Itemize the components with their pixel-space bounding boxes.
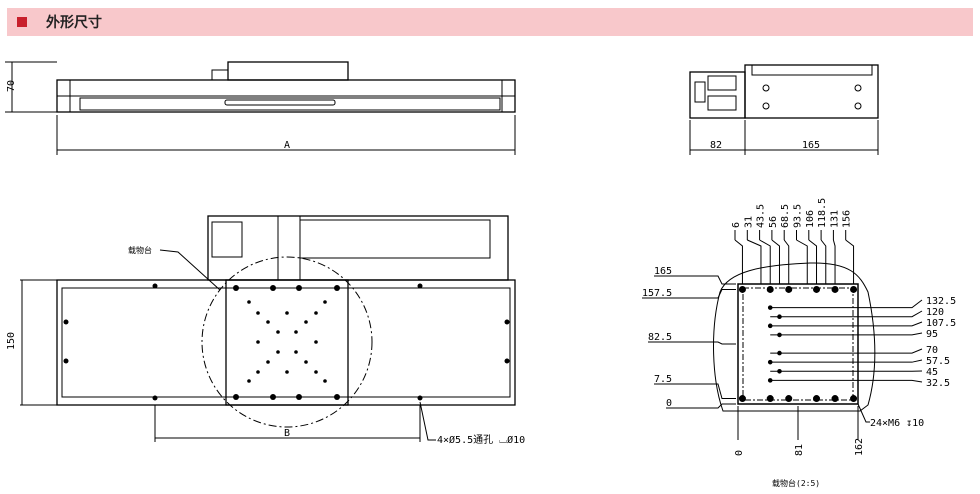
right-y-label: 95 <box>926 329 938 340</box>
right-y-label: 107.5 <box>926 318 956 329</box>
mount-hole <box>850 285 858 293</box>
top-x-label: 118.5 <box>817 198 828 228</box>
hole-marker <box>777 314 782 320</box>
leader-line <box>832 239 836 284</box>
left-y-label: 0 <box>666 398 672 409</box>
dim-line <box>770 359 923 363</box>
mount-hole <box>785 285 793 293</box>
mount-hole <box>738 395 746 403</box>
pitch-dim-label: B <box>284 428 290 439</box>
detail-title: 载物台(2:5) <box>772 478 820 488</box>
left-y-label: 165 <box>654 266 672 277</box>
top-x-label: 6 <box>731 222 742 228</box>
mount-hole <box>738 285 746 293</box>
dim-line <box>654 383 736 400</box>
section-header: 外形尺寸 <box>7 8 973 36</box>
hole-note: 4×Ø5.5通孔 ⌴Ø10 <box>437 434 525 446</box>
top-x-label: 68.5 <box>780 204 791 228</box>
dim-line <box>666 403 736 409</box>
leader-line <box>759 239 771 284</box>
right-y-label: 120 <box>926 307 944 318</box>
leader-line <box>820 239 827 284</box>
length-dim-label: A <box>284 140 290 151</box>
right-y-label: 32.5 <box>926 378 950 389</box>
bottom-x-label: 81 <box>794 444 805 456</box>
hole-marker <box>777 368 782 374</box>
dim-line <box>648 341 736 345</box>
width-dim-label: 150 <box>6 332 17 350</box>
mount-hole <box>766 395 774 403</box>
leader-line <box>783 239 790 284</box>
right-y-label: 132.5 <box>926 296 956 307</box>
top-x-label: 106 <box>805 210 816 228</box>
plan-view <box>20 215 516 442</box>
top-x-label: 43.5 <box>756 204 767 228</box>
hole-marker <box>767 305 773 310</box>
mount-hole <box>813 285 821 293</box>
leader-line <box>808 239 818 284</box>
leader-line <box>845 239 855 284</box>
mount-hole <box>766 285 774 293</box>
height-dim-label: 70 <box>6 80 17 92</box>
bullet-square-icon <box>17 17 27 27</box>
bottom-x-label: 0 <box>734 450 745 456</box>
hole-marker <box>777 350 782 356</box>
dim-line <box>654 275 736 285</box>
dim-line <box>770 332 923 336</box>
dim-line <box>770 379 923 383</box>
left-y-label: 82.5 <box>648 332 672 343</box>
dim-line <box>770 321 923 327</box>
top-x-label: 56 <box>768 216 779 228</box>
left-y-label: 7.5 <box>654 374 672 385</box>
side-dim-165: 165 <box>802 140 820 151</box>
table-label: 载物台 <box>128 245 152 255</box>
mount-hole <box>831 395 839 403</box>
side-view <box>689 64 879 155</box>
top-x-label: 131 <box>829 210 840 228</box>
mount-hole <box>785 395 793 403</box>
right-y-label: 70 <box>926 345 938 356</box>
leader-line <box>796 239 808 284</box>
top-view <box>5 61 516 155</box>
leader-line <box>747 239 762 284</box>
thread-note: 24×M6 ↧10 <box>870 418 924 429</box>
dim-line <box>770 348 923 354</box>
mount-hole <box>831 285 839 293</box>
table-detail <box>713 262 876 412</box>
hole-marker <box>777 332 782 338</box>
dim-line <box>770 310 923 318</box>
hole-marker <box>767 323 773 329</box>
leader-line <box>734 239 743 284</box>
left-y-label: 157.5 <box>642 288 672 299</box>
bottom-x-label: 162 <box>854 438 865 456</box>
right-y-label: 57.5 <box>926 356 950 367</box>
dim-line <box>770 299 923 309</box>
top-x-label: 31 <box>743 216 754 228</box>
leader-line <box>771 239 780 284</box>
right-y-label: 45 <box>926 367 938 378</box>
mount-hole <box>813 395 821 403</box>
side-dim-82: 82 <box>710 140 722 151</box>
top-x-label: 156 <box>842 210 853 228</box>
mount-hole <box>850 395 858 403</box>
dim-line <box>642 288 736 299</box>
hole-marker <box>767 359 773 365</box>
section-title: 外形尺寸 <box>46 15 102 31</box>
top-x-label: 93.5 <box>793 204 804 228</box>
hole-marker <box>767 378 773 383</box>
